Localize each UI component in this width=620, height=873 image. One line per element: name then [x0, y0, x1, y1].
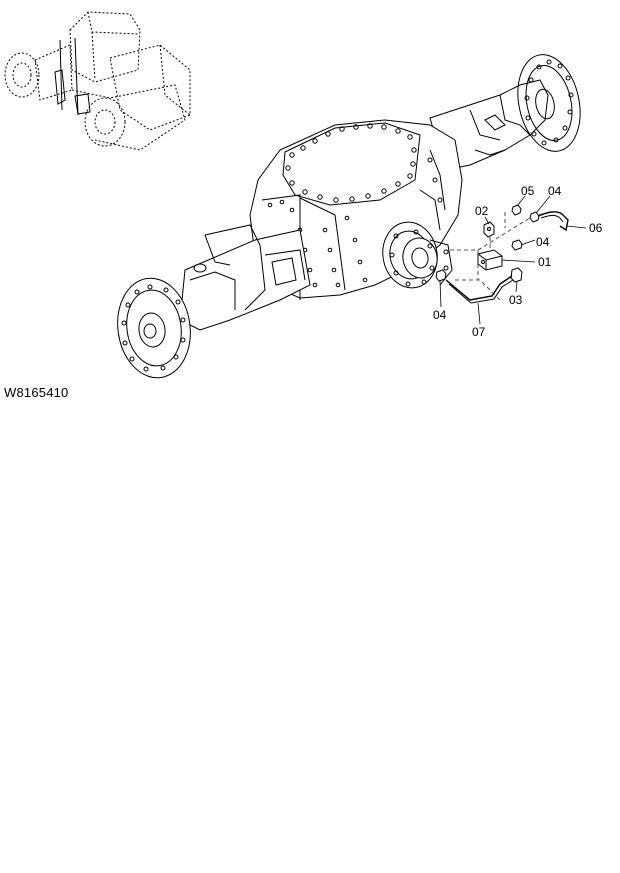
axle-assembly: [117, 54, 581, 379]
drawing-code-label: W8165410: [4, 385, 69, 400]
callout-01: 01: [538, 255, 552, 269]
left-flange-bolts: [121, 284, 186, 372]
cover-bolts: [285, 123, 417, 203]
callout-02: 02: [475, 204, 489, 218]
callout-04-middle: 04: [536, 235, 550, 249]
right-flange-bolts: [524, 59, 574, 146]
callout-03: 03: [509, 293, 523, 307]
callout-04-lower: 04: [433, 308, 447, 322]
callout-06: 06: [589, 221, 603, 235]
exploded-parts: [435, 204, 569, 304]
callout-04-upper: 04: [548, 184, 562, 198]
callout-leaders: [439, 195, 587, 325]
callout-05: 05: [521, 184, 535, 198]
callout-07: 07: [472, 325, 486, 339]
machine-locator-thumbnail: [4, 11, 191, 151]
